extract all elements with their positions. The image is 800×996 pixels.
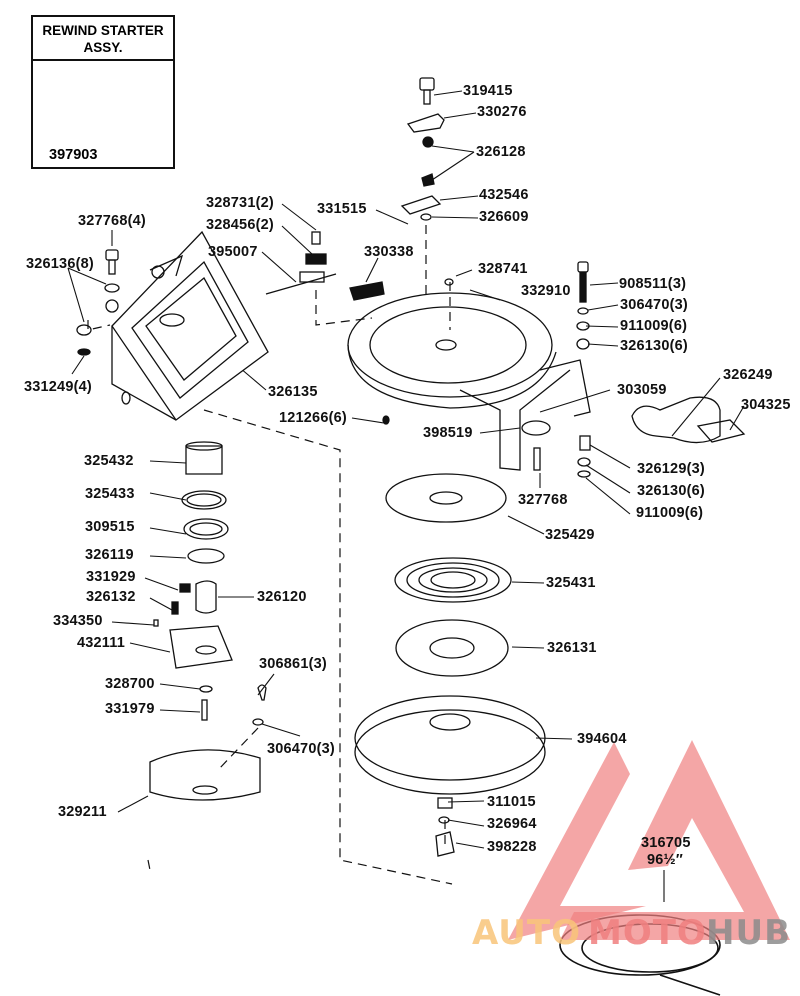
callout-911009-bot: 911009(6) [636,505,704,521]
callout-326249: 326249 [723,367,773,383]
callout-326131: 326131 [547,640,597,656]
callout-306470-bot: 306470(3) [267,741,335,757]
assembly-inset-box: REWIND STARTER ASSY. 397903 [31,15,175,169]
callout-309515: 309515 [85,519,135,535]
callout-328700: 328700 [105,676,155,692]
callout-398519: 398519 [423,425,473,441]
callout-325429: 325429 [545,527,595,543]
callout-316705-length: 96½″ [647,852,683,868]
callout-332910: 332910 [521,283,571,299]
callout-326609: 326609 [479,209,529,225]
inset-title: REWIND STARTER ASSY. [33,17,173,61]
callout-326130-bot: 326130(6) [637,483,705,499]
callout-325433: 325433 [85,486,135,502]
leader-lines [67,90,745,902]
starter-housing [347,292,591,478]
callout-331929: 331929 [86,569,136,585]
cable-guide-parts [265,231,590,350]
callout-326964: 326964 [487,816,537,832]
callout-325431: 325431 [546,575,596,591]
callout-306861: 306861(3) [259,656,327,672]
watermark-auto: AUTO [472,913,581,953]
callout-330338: 330338 [364,244,414,260]
assembly-guide-lines [87,225,453,885]
callout-330276: 330276 [477,104,527,120]
watermark-hub: HUB [706,913,791,953]
callout-316705: 316705 [641,835,691,851]
inset-title-line1: REWIND STARTER [42,23,164,38]
callout-319415: 319415 [463,83,513,99]
callout-326135: 326135 [268,384,318,400]
callout-121266: 121266(6) [279,410,347,426]
hub-cup [149,749,261,801]
inset-title-line2: ASSY. [83,40,123,55]
callout-306470-top: 306470(3) [620,297,688,313]
callout-394604: 394604 [577,731,627,747]
callout-432111: 432111 [77,635,125,651]
callout-911009-top: 911009(6) [620,318,688,334]
pawl-plate-parts [153,441,267,726]
callout-326129: 326129(3) [637,461,705,477]
starter-housing-cover [76,230,269,421]
callout-329211: 329211 [58,804,107,820]
callout-328741: 328741 [478,261,528,277]
callout-331249: 331249(4) [24,379,92,395]
callout-432546: 432546 [479,187,529,203]
callout-398228: 398228 [487,839,537,855]
callout-327768: 327768 [518,492,568,508]
spring-and-pulley [354,473,546,857]
callout-908511: 908511(3) [619,276,687,292]
callout-326120: 326120 [257,589,307,605]
callout-395007: 395007 [208,244,258,260]
callout-334350: 334350 [53,613,103,629]
watermark-logo [508,740,790,940]
callout-328456: 328456(2) [206,217,274,233]
callout-326119: 326119 [85,547,134,563]
callout-303059: 303059 [617,382,667,398]
callout-304325: 304325 [741,397,791,413]
callout-326136: 326136(8) [26,256,94,272]
callout-331515: 331515 [317,201,367,217]
watermark-moto: MOTO [588,913,707,953]
inset-part-number: 397903 [49,147,98,163]
callout-311015: 311015 [487,794,536,810]
starter-handle [631,396,746,444]
callout-326132: 326132 [86,589,136,605]
callout-331979: 331979 [105,701,155,717]
callout-326128: 326128 [476,144,526,160]
callout-325432: 325432 [84,453,134,469]
callout-327768-4: 327768(4) [78,213,146,229]
callout-326130-top: 326130(6) [620,338,688,354]
callout-328731: 328731(2) [206,195,274,211]
pawl-stack-parts [400,77,445,221]
